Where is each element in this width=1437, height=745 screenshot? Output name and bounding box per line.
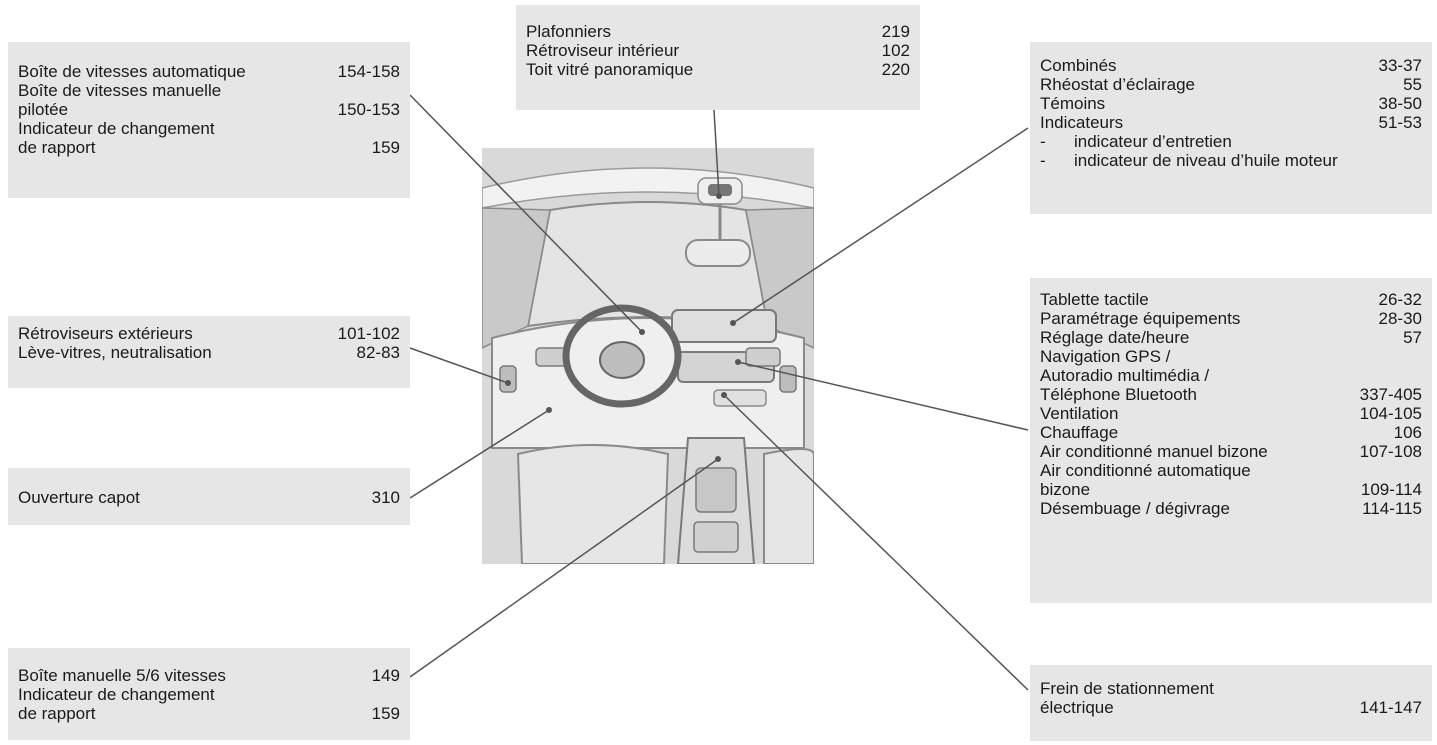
page-ref: 220 [881,60,910,79]
page-ref: 38-50 [1378,94,1422,113]
page-ref: 57 [1403,328,1422,347]
item-label: Indicateur de changement de rapport [18,685,215,723]
tablet-row: Réglage date/heure 57 [1040,328,1422,347]
mirrors-box: Rétroviseurs extérieurs 101-102 Lève-vit… [8,316,410,388]
parking-brake-box: Frein de stationnement électrique 141-14… [1030,665,1432,741]
item-label: Plafonniers [526,22,612,41]
bonnet-box: Ouverture capot 310 [8,468,410,525]
gearbox-row: Boîte de vitesses automatique 154-158 [18,62,400,81]
subitem-text: indicateur de niveau d’huile moteur [1074,151,1338,170]
tablet-row: Paramétrage équipements 28-30 [1040,309,1422,328]
ceiling-row: Plafonniers 219 [526,22,910,41]
page-ref: 51-53 [1378,113,1422,132]
page-ref: 219 [881,22,910,41]
page-ref: 82-83 [356,343,400,362]
item-label: Frein de stationnement électrique [1040,679,1214,717]
tablet-box: Tablette tactile 26-32 Paramétrage équip… [1030,278,1432,603]
page-ref: 337-405 [1359,385,1422,404]
page-ref: 149 [371,666,400,685]
item-label: Désembuage / dégivrage [1040,499,1230,518]
item-label: Ouverture capot [18,488,140,507]
tablet-row: Chauffage 106 [1040,423,1422,442]
gearbox-row: Indicateur de changement de rapport 159 [18,119,400,157]
ceiling-row: Toit vitré panoramique 220 [526,60,910,79]
page-ref: 33-37 [1378,56,1422,75]
subitem-text: indicateur d’entretien [1074,132,1232,151]
item-label: Ventilation [1040,404,1119,423]
bullet-dash: - [1040,151,1046,170]
tablet-row: Air conditionné automatique bizone 109-1… [1040,461,1422,499]
item-label: Indicateur de changement de rapport [18,119,215,157]
bullet-dash: - [1040,132,1046,151]
ceiling-row: Rétroviseur intérieur 102 [526,41,910,60]
page-ref: 310 [371,488,400,507]
page-ref: 159 [371,704,400,723]
item-label: Chauffage [1040,423,1119,442]
manual-row: Indicateur de changement de rapport 159 [18,685,400,723]
page-ref: 109-114 [1360,480,1422,499]
parking-row: Frein de stationnement électrique 141-14… [1040,679,1422,717]
tablet-row: Désembuage / dégivrage 114-115 [1040,499,1422,518]
item-label: Tablette tactile [1040,290,1149,309]
instruments-row: Indicateurs 51-53 [1040,113,1422,132]
bonnet-row: Ouverture capot 310 [18,488,400,507]
ceiling-box: Plafonniers 219 Rétroviseur intérieur 10… [516,5,920,110]
item-label: Boîte de vitesses automatique [18,62,246,81]
dashboard-illustration [482,148,814,564]
page-ref: 104-105 [1359,404,1422,423]
manual-gearbox-box: Boîte manuelle 5/6 vitesses 149 Indicate… [8,648,410,740]
tablet-row: Ventilation 104-105 [1040,404,1422,423]
item-label: Réglage date/heure [1040,328,1190,347]
instruments-box: Combinés 33-37 Rhéostat d’éclairage 55 T… [1030,42,1432,214]
page-ref: 107-108 [1359,442,1422,461]
tablet-row: Air conditionné manuel bizone 107-108 [1040,442,1422,461]
page-ref: 141-147 [1359,698,1422,717]
item-label: Air conditionné automatique bizone [1040,461,1251,499]
item-label: Lève-vitres, neutralisation [18,343,212,362]
manual-row: Boîte manuelle 5/6 vitesses 149 [18,666,400,685]
item-label: Boîte de vitesses manuelle pilotée [18,81,222,119]
instruments-row: Rhéostat d’éclairage 55 [1040,75,1422,94]
item-label: Paramétrage équipements [1040,309,1241,328]
mirrors-row: Lève-vitres, neutralisation 82-83 [18,343,400,362]
item-label: Combinés [1040,56,1117,75]
instruments-subitem: - indicateur de niveau d’huile moteur [1040,151,1422,170]
page-ref: 101-102 [337,324,400,343]
item-label: Rhéostat d’éclairage [1040,75,1195,94]
page-ref: 159 [371,138,400,157]
item-label: Rétroviseurs extérieurs [18,324,193,343]
page-ref: 26-32 [1378,290,1422,309]
page-ref: 102 [881,41,910,60]
instruments-row: Témoins 38-50 [1040,94,1422,113]
tablet-row: Tablette tactile 26-32 [1040,290,1422,309]
item-label: Témoins [1040,94,1106,113]
item-label: Air conditionné manuel bizone [1040,442,1268,461]
item-label: Boîte manuelle 5/6 vitesses [18,666,226,685]
item-label: Rétroviseur intérieur [526,41,680,60]
page-ref: 106 [1393,423,1422,442]
page-ref: 55 [1403,75,1422,94]
gearbox-box: Boîte de vitesses automatique 154-158 Bo… [8,42,410,198]
page-ref: 154-158 [337,62,400,81]
item-label: Toit vitré panoramique [526,60,694,79]
page-ref: 150-153 [337,100,400,119]
item-label: Navigation GPS / Autoradio multimédia / … [1040,347,1210,404]
item-label: Indicateurs [1040,113,1124,132]
gearbox-row: Boîte de vitesses manuelle pilotée 150-1… [18,81,400,119]
instruments-row: Combinés 33-37 [1040,56,1422,75]
tablet-row: Navigation GPS / Autoradio multimédia / … [1040,347,1422,404]
page-ref: 114-115 [1362,499,1422,518]
instruments-subitem: - indicateur d’entretien [1040,132,1422,151]
page-ref: 28-30 [1378,309,1422,328]
mirrors-row: Rétroviseurs extérieurs 101-102 [18,324,400,343]
